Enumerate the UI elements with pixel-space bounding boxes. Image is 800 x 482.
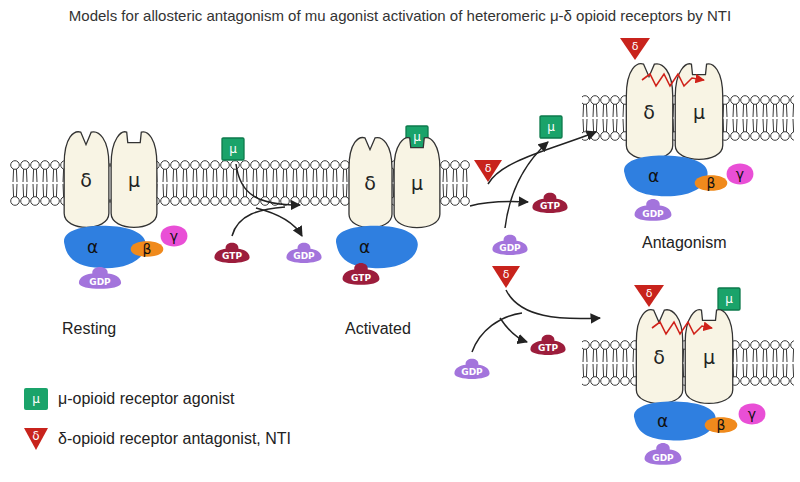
shape-label: δ bbox=[632, 40, 639, 53]
shape-label: δ bbox=[503, 268, 510, 281]
mu-agonist: μ bbox=[718, 288, 740, 310]
shape-label: β bbox=[143, 241, 152, 257]
legend-swatch: μ bbox=[24, 388, 48, 410]
gdp-molecule: GDP bbox=[452, 354, 492, 382]
gtp-molecule: GTP bbox=[212, 238, 252, 266]
shape-outline bbox=[332, 222, 422, 272]
stage-label: Resting bbox=[62, 320, 116, 338]
legend-swatch: δ bbox=[24, 428, 48, 450]
gdp-molecule: GDP bbox=[642, 438, 684, 468]
gtp-molecule: GTP bbox=[528, 330, 568, 358]
swatch-letter: μ bbox=[32, 392, 40, 406]
shape-label: μ bbox=[725, 292, 733, 306]
gdp-molecule: GDP bbox=[76, 262, 124, 292]
g-gamma-subunit: γ bbox=[160, 222, 188, 250]
shape-label: μ bbox=[547, 120, 555, 134]
shape-label: GDP bbox=[642, 209, 663, 219]
shape-outline bbox=[630, 398, 720, 444]
receptor-protomer: δ bbox=[632, 306, 686, 408]
shape-label: γ bbox=[748, 406, 756, 422]
shape-label: β bbox=[707, 175, 716, 191]
g-alpha-subunit: α bbox=[332, 222, 422, 272]
shape-label: μ bbox=[128, 169, 140, 191]
receptor-protomer: μ bbox=[682, 306, 736, 408]
receptor-protomer: μ bbox=[108, 128, 160, 232]
receptor-protomer: δ bbox=[60, 128, 112, 232]
shape-label: α bbox=[648, 166, 659, 186]
shape-label: GTP bbox=[540, 201, 560, 211]
shape-label: δ bbox=[364, 172, 376, 194]
gdp-molecule: GDP bbox=[490, 230, 530, 258]
shape-label: μ bbox=[229, 142, 237, 156]
receptor-protomer: δ bbox=[345, 134, 395, 232]
receptor-protomer: δ bbox=[622, 60, 676, 164]
shape-label: α bbox=[359, 237, 370, 257]
nti-antagonist: δ bbox=[492, 266, 520, 288]
shape-label: GDP bbox=[461, 367, 482, 377]
g-gamma-subunit: γ bbox=[726, 160, 754, 188]
shape-label: GTP bbox=[222, 251, 242, 261]
shape-label: α bbox=[87, 237, 98, 257]
stage-label: Antagonism bbox=[642, 234, 727, 252]
nti-antagonist: δ bbox=[634, 285, 664, 307]
reaction-arrows bbox=[232, 132, 600, 352]
legend-text: δ-opioid receptor antagonist, NTI bbox=[58, 430, 291, 448]
shape-label: δ bbox=[80, 169, 92, 191]
receptor-protomer: μ bbox=[391, 134, 443, 232]
g-alpha-subunit: α bbox=[620, 152, 712, 200]
stage-label: Activated bbox=[345, 320, 411, 338]
receptor-protomer: μ bbox=[672, 60, 726, 164]
shape-outline bbox=[620, 152, 712, 200]
shape-label: α bbox=[657, 411, 668, 431]
shape-label: GDP bbox=[652, 453, 673, 463]
legend-text: μ-opioid receptor agonist bbox=[58, 390, 234, 408]
g-beta-subunit: β bbox=[130, 236, 164, 262]
shape-label: GDP bbox=[89, 277, 110, 287]
mu-agonist: μ bbox=[222, 138, 244, 160]
shape-label: δ bbox=[643, 101, 655, 123]
shape-label: μ bbox=[411, 172, 423, 194]
mu-agonist: μ bbox=[540, 116, 562, 138]
shape-label: μ bbox=[693, 101, 705, 123]
gdp-molecule: GDP bbox=[284, 238, 324, 266]
g-beta-subunit: β bbox=[694, 170, 728, 196]
shape-label: GDP bbox=[293, 251, 314, 261]
gtp-molecule: GTP bbox=[530, 188, 570, 216]
g-alpha-subunit: α bbox=[630, 398, 720, 444]
shape-label: μ bbox=[703, 346, 715, 368]
title: Models for allosteric antagonism of mu a… bbox=[5, 6, 795, 25]
nti-antagonist: δ bbox=[620, 38, 650, 60]
shape-label: GDP bbox=[499, 243, 520, 253]
shape-label: γ bbox=[736, 166, 744, 182]
g-beta-subunit: β bbox=[704, 412, 738, 438]
shape-label: δ bbox=[485, 162, 492, 175]
swatch-letter: δ bbox=[32, 429, 39, 443]
gtp-molecule: GTP bbox=[340, 258, 382, 288]
shape-label: δ bbox=[646, 287, 653, 300]
g-gamma-subunit: γ bbox=[738, 400, 766, 428]
gdp-molecule: GDP bbox=[632, 194, 674, 224]
shape-label: δ bbox=[653, 346, 665, 368]
shape-label: μ bbox=[413, 130, 421, 144]
shape-label: γ bbox=[170, 228, 178, 244]
shape-label: GTP bbox=[351, 273, 371, 283]
nti-antagonist: δ bbox=[474, 160, 502, 182]
shape-label: GTP bbox=[538, 343, 558, 353]
shape-label: β bbox=[717, 417, 726, 433]
